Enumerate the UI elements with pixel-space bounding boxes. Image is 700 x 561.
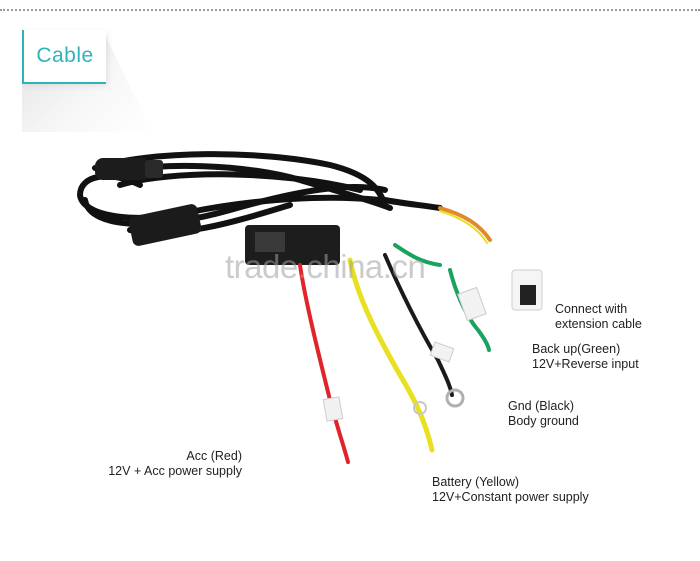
green-tag-icon: [457, 286, 487, 322]
ring-terminal-icon: [445, 388, 465, 408]
yellow-terminal-icon: [413, 401, 427, 415]
extension-connector-icon: [511, 269, 543, 311]
wire-red: [298, 263, 350, 464]
section-tab: Cable: [22, 30, 106, 84]
red-tag-icon: [322, 396, 344, 422]
label-backup: Back up(Green) 12V+Reverse input: [532, 342, 639, 371]
label-gnd: Gnd (Black) Body ground: [508, 399, 579, 428]
inline-box-icon: [128, 204, 202, 246]
label-extension: Connect with extension cable: [555, 302, 642, 331]
label-acc: Acc (Red) 12V + Acc power supply: [108, 449, 242, 478]
harness-block-icon: [245, 225, 340, 265]
section-title: Cable: [36, 44, 94, 67]
black-tag-icon: [429, 341, 455, 363]
wire-green: [393, 243, 491, 352]
extension-lead: [382, 197, 492, 244]
wire-yellow: [347, 257, 435, 453]
watermark: trade.china.cn: [225, 248, 426, 285]
plug-connector-icon: [95, 158, 163, 180]
top-dotted-divider: [0, 9, 700, 11]
label-battery: Battery (Yellow) 12V+Constant power supp…: [432, 475, 589, 504]
